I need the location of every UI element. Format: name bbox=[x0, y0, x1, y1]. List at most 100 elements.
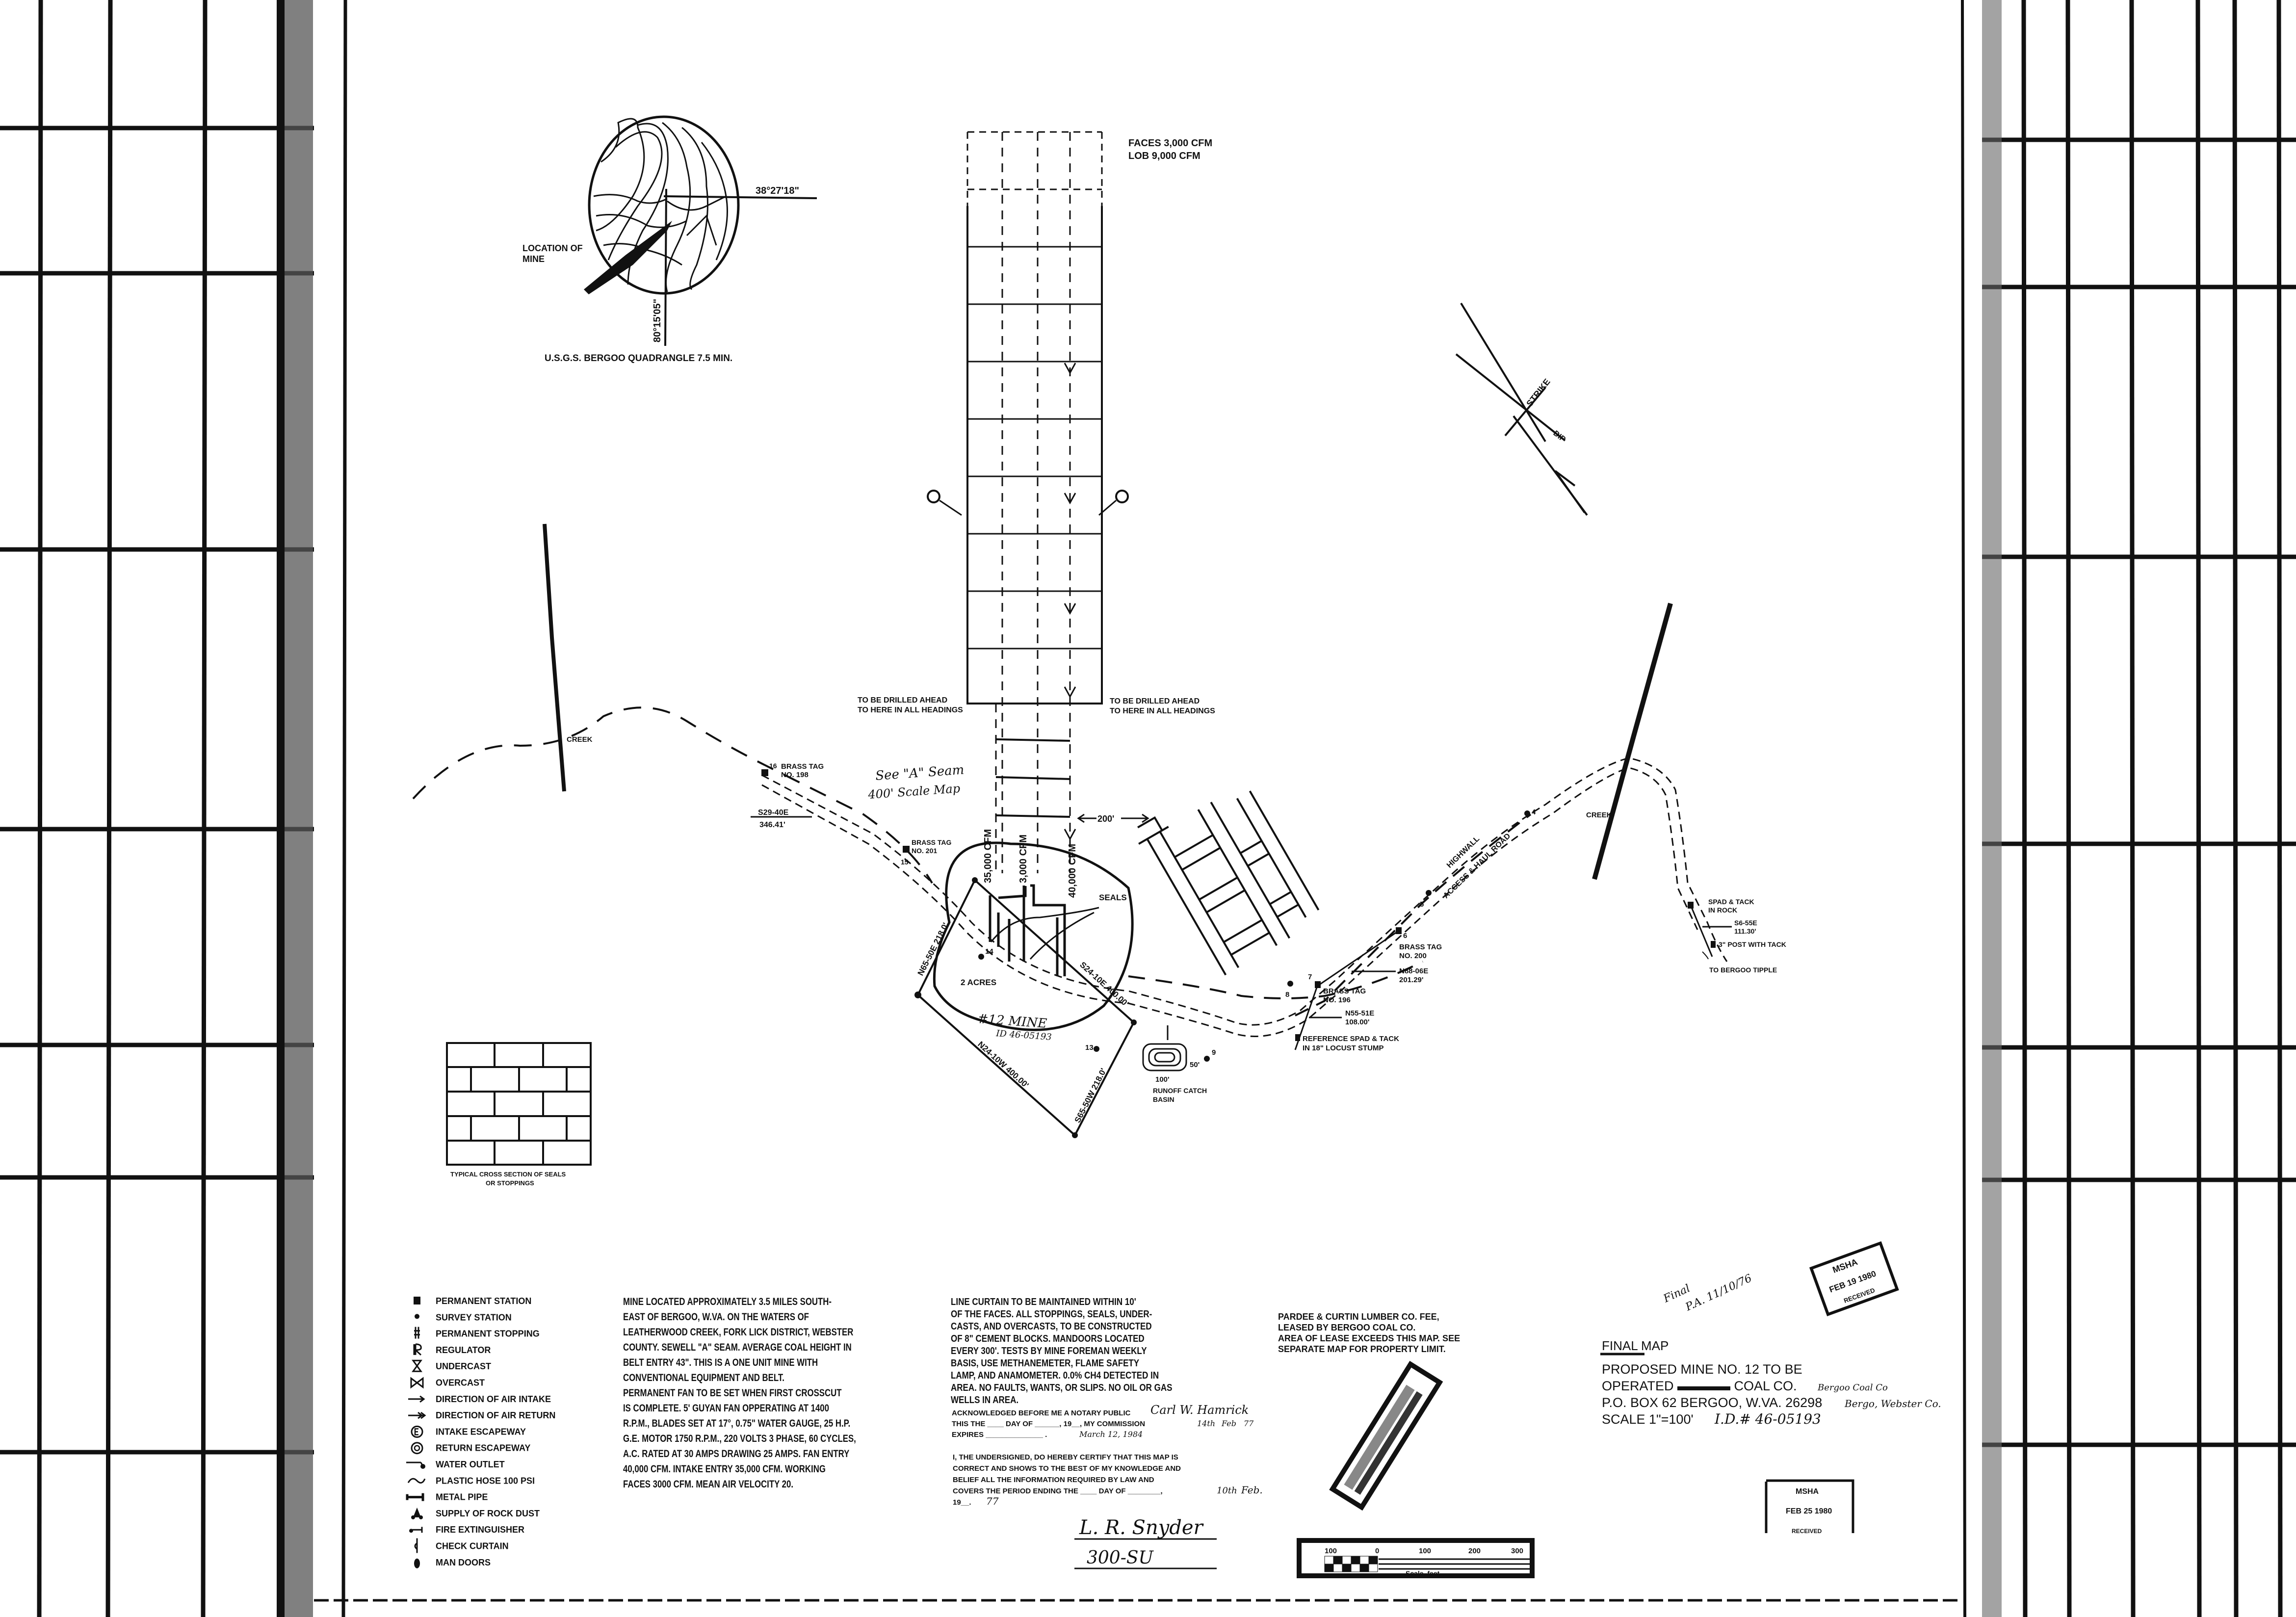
legend-label: SUPPLY OF ROCK DUST bbox=[436, 1509, 540, 1518]
text-line: 40,000 CFM. INTAKE ENTRY 35,000 CFM. WOR… bbox=[623, 1463, 826, 1475]
text-line: LOCATION OF bbox=[522, 243, 583, 253]
air-return-arrow-icon bbox=[408, 1411, 426, 1419]
text-line: N88-06E bbox=[1399, 967, 1428, 975]
text-line: BRASS TAG bbox=[1323, 987, 1366, 995]
msha-received-stamp-2: MSHA FEB 25 1980 RECEIVED bbox=[1765, 1479, 1854, 1535]
legend-label: INTAKE ESCAPEWAY bbox=[436, 1427, 526, 1436]
scale-tick-label: 200 bbox=[1468, 1547, 1481, 1555]
mine-notes: LINE CURTAIN TO BE MAINTAINED WITHIN 10'… bbox=[951, 1296, 1172, 1406]
lob-cfm-label: LOB 9,000 CFM bbox=[1128, 151, 1200, 161]
scale-check bbox=[1333, 1556, 1343, 1565]
bearing-1-label: S29-40E bbox=[758, 808, 789, 817]
rock-dust-icon bbox=[411, 1507, 423, 1519]
binding-edge-left bbox=[277, 0, 285, 1617]
legend-label: WATER OUTLET bbox=[436, 1460, 505, 1469]
legend-label: DIRECTION OF AIR INTAKE bbox=[436, 1394, 551, 1404]
dashed-boundary bbox=[1128, 961, 1423, 999]
mine-id-number: I.D.# 46-05193 bbox=[1714, 1411, 1821, 1427]
legend-label: SURVEY STATION bbox=[436, 1312, 512, 1322]
legend-label: UNDERCAST bbox=[436, 1361, 491, 1371]
text-line: EAST OF BERGOO, W.VA. ON THE WATERS OF bbox=[623, 1311, 809, 1323]
legend-label: MAN DOORS bbox=[436, 1558, 491, 1567]
left-grid-strip bbox=[0, 0, 347, 1617]
permanent-station-icon bbox=[414, 1297, 420, 1304]
scale-check bbox=[1359, 1564, 1369, 1572]
man-door-icon bbox=[414, 1558, 420, 1568]
text-line: IN ROCK bbox=[1708, 906, 1737, 914]
notary-month-handwritten: Feb bbox=[1221, 1419, 1236, 1428]
text-line: 108.00' bbox=[1345, 1018, 1369, 1026]
text-line: PARDEE & CURTIN LUMBER CO. FEE, bbox=[1278, 1312, 1439, 1322]
text-line: BRASS TAG bbox=[781, 762, 824, 771]
text-lines: MINE LOCATED APPROXIMATELY 3.5 MILES SOU… bbox=[623, 1296, 856, 1490]
text-line: TO BE DRILLED AHEAD bbox=[858, 696, 947, 704]
legend-label: CHECK CURTAIN bbox=[436, 1541, 509, 1551]
text-line: BELIEF ALL THE INFORMATION REQUIRED BY L… bbox=[953, 1476, 1154, 1484]
station-13-label: 13 bbox=[1085, 1043, 1094, 1052]
station-6-label: 6 bbox=[1403, 932, 1407, 940]
station-4-label: 4 bbox=[1532, 808, 1536, 816]
basin-width-label: 50' bbox=[1190, 1061, 1200, 1069]
notary-day-handwritten: 14th bbox=[1197, 1419, 1215, 1428]
text-line: COVERS THE PERIOD ENDING THE ____ DAY OF… bbox=[953, 1487, 1163, 1495]
text-line: FACES 3000 CFM. MEAN AIR VELOCITY 20. bbox=[623, 1479, 793, 1490]
text-line: BRASS TAG bbox=[912, 838, 952, 846]
certification-year-handwritten: 77 bbox=[986, 1495, 999, 1507]
legend-label: METAL PIPE bbox=[436, 1492, 488, 1502]
notary-year-handwritten: 77 bbox=[1244, 1419, 1254, 1428]
seal-cross-section: TYPICAL CROSS SECTION OF SEALS OR STOPPI… bbox=[446, 1042, 592, 1187]
distance-200-marker: 200' bbox=[1077, 812, 1149, 824]
seal-caption-line: TYPICAL CROSS SECTION OF SEALS bbox=[450, 1171, 566, 1178]
surveyor-signature: L. R. Snyder bbox=[1079, 1516, 1204, 1539]
scale-check bbox=[1324, 1564, 1334, 1572]
scale-tick-label: 0 bbox=[1375, 1547, 1379, 1555]
text-lines: LINE CURTAIN TO BE MAINTAINED WITHIN 10'… bbox=[951, 1296, 1172, 1406]
text-line: NO. 201 bbox=[912, 847, 937, 855]
text-line: LEASED BY BERGOO COAL CO. bbox=[1278, 1323, 1415, 1332]
notary-acknowledgment: ACKNOWLEDGED BEFORE ME A NOTARY PUBLICTH… bbox=[952, 1409, 1145, 1439]
text-line: NO. 198 bbox=[781, 771, 809, 779]
text-line: CASTS, AND OVERCASTS, TO BE CONSTRUCTED bbox=[951, 1321, 1152, 1332]
surveyor-license: 300-SU bbox=[1087, 1548, 1154, 1568]
outcrop-line bbox=[412, 706, 933, 884]
text-line: AREA. NO FAULTS, WANTS, OR SLIPS. NO OIL… bbox=[951, 1382, 1172, 1393]
scale-tick-label: 300 bbox=[1511, 1547, 1523, 1555]
seal-caption-line: OR STOPPINGS bbox=[486, 1179, 534, 1187]
legend-label: RETURN ESCAPEWAY bbox=[436, 1443, 530, 1453]
commission-expires-handwritten: March 12, 1984 bbox=[1079, 1430, 1143, 1439]
text-line: 201.29' bbox=[1399, 976, 1423, 984]
metal-pipe-icon bbox=[406, 1493, 424, 1501]
text-line: CORRECT AND SHOWS TO THE BEST OF MY KNOW… bbox=[953, 1464, 1181, 1473]
text-line: NO. 200 bbox=[1399, 952, 1427, 960]
basin-length-label: 100' bbox=[1155, 1075, 1170, 1084]
text-line: BASIS, USE METHANEMETER, FLAME SAFETY bbox=[951, 1357, 1140, 1369]
text-line: SPAD & TACK bbox=[1708, 898, 1754, 906]
text-line: REFERENCE SPAD & TACK bbox=[1303, 1035, 1399, 1043]
legend-label: PLASTIC HOSE 100 PSI bbox=[436, 1476, 535, 1486]
longitude-label: 80°15'05" bbox=[652, 299, 663, 342]
text-line: MINE bbox=[522, 254, 545, 264]
text-line: ACKNOWLEDGED BEFORE ME A NOTARY PUBLIC bbox=[952, 1409, 1131, 1417]
station-5-label: 5 bbox=[1420, 900, 1424, 909]
text-line: BELT ENTRY 43". THIS IS A ONE UNIT MINE … bbox=[623, 1357, 818, 1368]
water-outlet-icon bbox=[406, 1461, 425, 1469]
certification-month-handwritten: Feb. bbox=[1241, 1484, 1263, 1496]
text-line: EXPIRES ______________ . bbox=[952, 1431, 1047, 1439]
text-line: AREA OF LEASE EXCEEDS THIS MAP. SEE bbox=[1278, 1333, 1460, 1343]
